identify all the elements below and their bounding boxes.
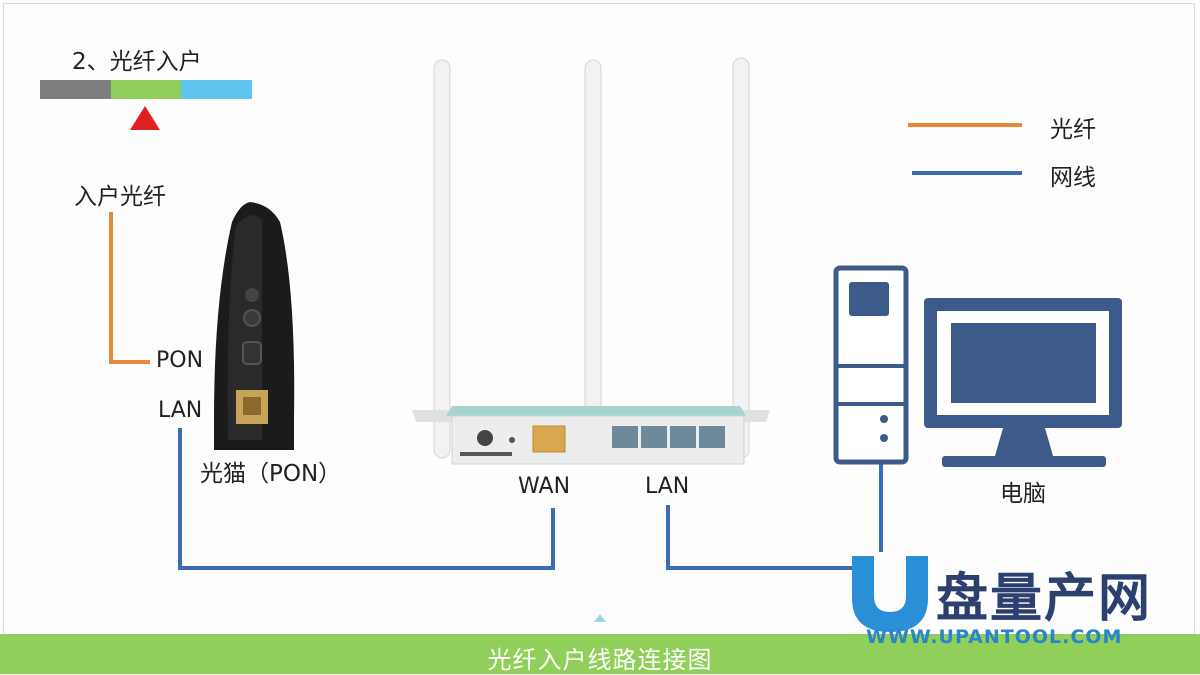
label-modem-name: 光猫（PON） xyxy=(200,461,342,487)
scroll-hint-icon xyxy=(594,614,606,622)
fiber-line xyxy=(109,212,150,364)
progress-segment-2 xyxy=(111,80,181,99)
brand-name: 盘量产网 xyxy=(936,569,1153,629)
monitor-icon xyxy=(924,298,1122,467)
wireless-router-icon xyxy=(412,57,770,465)
caption-bar xyxy=(0,634,1200,674)
legend-fiber-label: 光纤 xyxy=(1050,117,1096,143)
label-pon: PON xyxy=(156,348,204,373)
cable-modem-router xyxy=(178,428,555,570)
label-wan: WAN xyxy=(518,474,571,499)
progress-segment-3 xyxy=(181,80,252,99)
pc-tower-icon xyxy=(833,265,909,465)
legend-cable-label: 网线 xyxy=(1050,165,1096,191)
label-incoming-fiber: 入户光纤 xyxy=(74,184,166,210)
brand-url: WWW.UPANTOOL.COM xyxy=(866,626,1123,648)
step-title: 2、光纤入户 xyxy=(72,49,202,75)
progress-segment-1 xyxy=(40,80,111,99)
label-lan-router: LAN xyxy=(645,474,690,499)
progress-marker-icon xyxy=(130,106,160,130)
brand-logo-icon xyxy=(852,556,928,632)
label-computer: 电脑 xyxy=(1000,481,1046,507)
cable-router-computer xyxy=(666,505,858,570)
diagram-caption: 光纤入户线路连接图 xyxy=(487,646,713,674)
label-lan-modem: LAN xyxy=(158,398,203,423)
optical-modem-icon xyxy=(214,202,295,450)
